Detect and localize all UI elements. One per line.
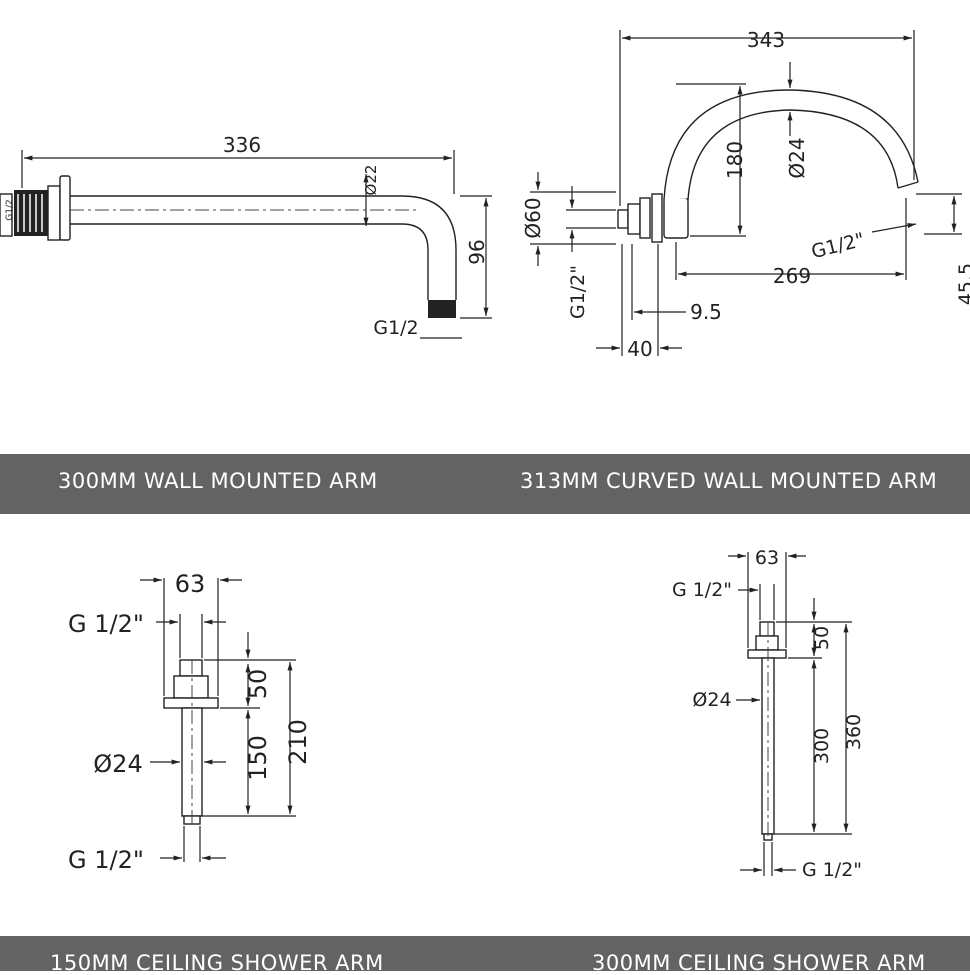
dim-total: 210 [284, 719, 312, 765]
ceiling-arm-150-drawing [140, 577, 296, 862]
dim-wall-thread: G1/2 [5, 199, 15, 220]
panel-title-ceiling-arm-150: 150MM CEILING SHOWER ARM [50, 951, 384, 975]
dim-wall-thread: G1/2" [567, 265, 589, 319]
title-band-bottom: 150MM CEILING SHOWER ARM 300MM CEILING S… [0, 936, 970, 975]
dim-flange: Ø60 [521, 197, 545, 238]
panel-title-ceiling-arm-300: 300MM CEILING SHOWER ARM [592, 951, 926, 975]
dim-flange: 63 [175, 570, 206, 598]
wall-thread-body [14, 190, 48, 236]
dim-rise: 180 [723, 141, 747, 179]
dim-depth: 40 [627, 337, 652, 361]
dim-drop: 45.5 [955, 263, 970, 305]
dim-total: 360 [843, 714, 865, 750]
dim-bottom-thread: G 1/2" [68, 846, 144, 874]
dim-diameter: Ø22 [362, 165, 380, 196]
dim-drop: 96 [465, 239, 489, 264]
dim-outlet-thread: G1/2" [809, 229, 867, 263]
wall-arm-300-drawing [0, 150, 492, 339]
dim-top-thread: G 1/2" [68, 610, 144, 638]
title-band-top: 300MM WALL MOUNTED ARM 313MM CURVED WALL… [0, 454, 970, 514]
dim-top-thread: G 1/2" [672, 579, 732, 601]
dim-diameter: Ø24 [692, 689, 731, 711]
panel-title-wall-arm-300: 300MM WALL MOUNTED ARM [58, 469, 378, 493]
dim-thread: G1/2 [373, 317, 418, 339]
dim-diameter: Ø24 [785, 137, 809, 178]
dim-diameter: Ø24 [93, 750, 142, 778]
dim-upper: 50 [244, 669, 272, 700]
ceiling-arm-300-drawing [728, 552, 852, 876]
outlet-thread [428, 300, 456, 318]
panel-title-curved-arm-313: 313MM CURVED WALL MOUNTED ARM [520, 469, 938, 493]
dim-bottom-thread: G 1/2" [802, 859, 862, 881]
dim-width: 343 [747, 28, 785, 52]
dim-lower: 300 [811, 728, 833, 764]
dim-reach: 269 [773, 264, 811, 288]
dim-length: 336 [223, 133, 261, 157]
dim-lower: 150 [244, 735, 272, 781]
dim-flange: 63 [755, 547, 779, 569]
dim-upper: 50 [811, 626, 833, 650]
dim-gap: 9.5 [690, 300, 722, 324]
curved-arm-313-drawing [530, 30, 962, 356]
